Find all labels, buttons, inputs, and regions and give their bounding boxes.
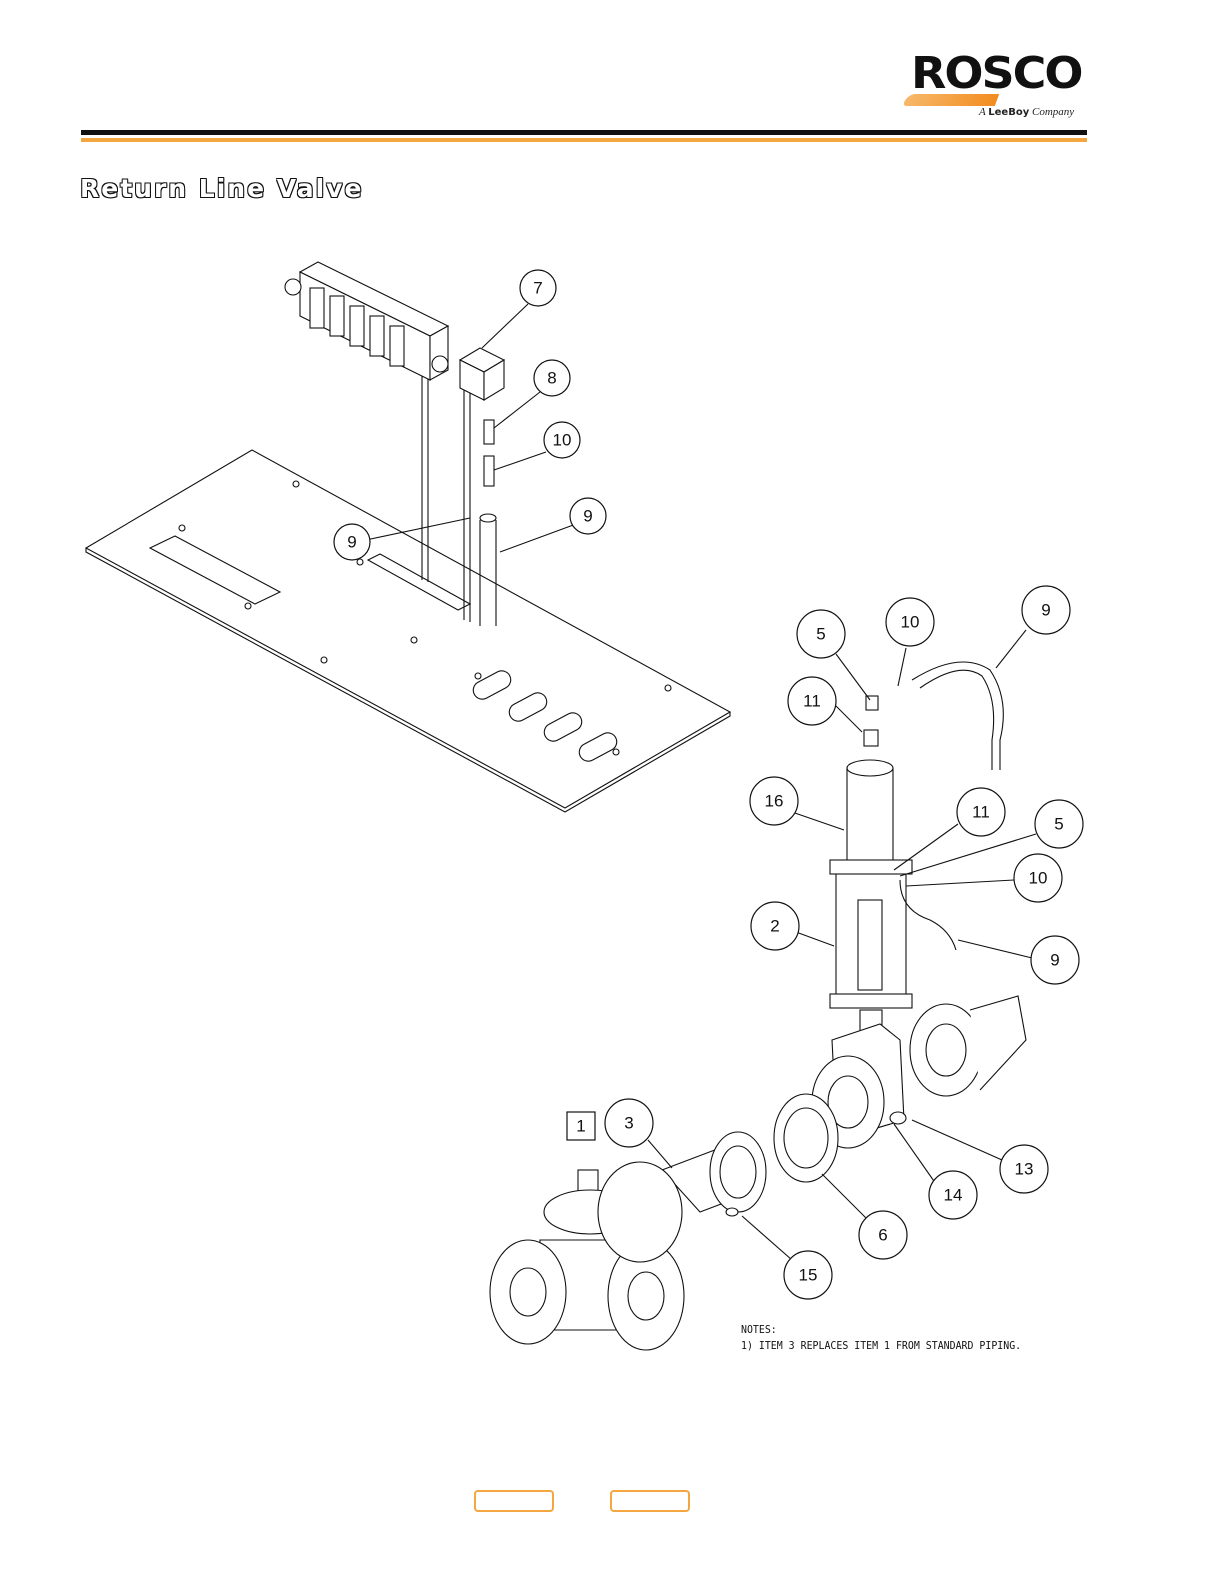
svg-text:9: 9 [1041, 601, 1050, 620]
svg-text:7: 7 [533, 279, 542, 298]
callout-10: 10 [886, 598, 934, 646]
callout-15: 15 [784, 1251, 832, 1299]
svg-text:15: 15 [799, 1266, 818, 1285]
callout-10: 10 [544, 422, 580, 458]
callout-10: 10 [1014, 854, 1062, 902]
svg-text:14: 14 [944, 1186, 963, 1205]
svg-text:16: 16 [765, 792, 784, 811]
leader-lines [366, 304, 1036, 1260]
callout-5: 5 [1035, 800, 1083, 848]
svg-text:9: 9 [347, 533, 356, 552]
svg-text:5: 5 [1054, 815, 1063, 834]
callout-9: 9 [1022, 586, 1070, 634]
callout-11: 11 [788, 677, 836, 725]
next-page-button[interactable] [610, 1490, 690, 1512]
svg-text:10: 10 [553, 431, 572, 450]
svg-text:13: 13 [1015, 1160, 1034, 1179]
drawing-notes: NOTES: 1) ITEM 3 REPLACES ITEM 1 FROM ST… [741, 1322, 1021, 1354]
callout-11: 11 [957, 788, 1005, 836]
svg-text:1: 1 [576, 1117, 585, 1136]
svg-text:8: 8 [547, 369, 556, 388]
mounting-plate [86, 450, 730, 812]
callout-13: 13 [1000, 1145, 1048, 1193]
svg-text:9: 9 [583, 507, 592, 526]
note-reference-box: 1 [567, 1112, 595, 1140]
gate-valve-assembly [774, 662, 1026, 1182]
callout-2: 2 [751, 902, 799, 950]
callout-9: 9 [334, 524, 370, 560]
callout-16: 16 [750, 777, 798, 825]
callout-3: 3 [605, 1099, 653, 1147]
svg-text:10: 10 [901, 613, 920, 632]
svg-text:10: 10 [1029, 869, 1048, 888]
callout-8: 8 [534, 360, 570, 396]
svg-text:2: 2 [770, 917, 779, 936]
callout-5: 5 [797, 610, 845, 658]
callout-9: 9 [570, 498, 606, 534]
three-way-valve-assembly [490, 1132, 766, 1350]
callout-9: 9 [1031, 936, 1079, 984]
svg-text:11: 11 [972, 803, 990, 822]
callout-6: 6 [859, 1211, 907, 1259]
callout-14: 14 [929, 1171, 977, 1219]
svg-text:3: 3 [624, 1114, 633, 1133]
svg-text:9: 9 [1050, 951, 1059, 970]
previous-page-button[interactable] [474, 1490, 554, 1512]
svg-text:5: 5 [816, 625, 825, 644]
notes-line-1: 1) ITEM 3 REPLACES ITEM 1 FROM STANDARD … [741, 1338, 1021, 1354]
svg-text:6: 6 [878, 1226, 887, 1245]
callouts: 7 8 10 9 9 5 10 9 11 16 11 5 10 2 9 3 13… [334, 270, 1083, 1299]
svg-text:11: 11 [803, 692, 821, 711]
notes-heading: NOTES: [741, 1322, 1021, 1338]
callout-7: 7 [520, 270, 556, 306]
